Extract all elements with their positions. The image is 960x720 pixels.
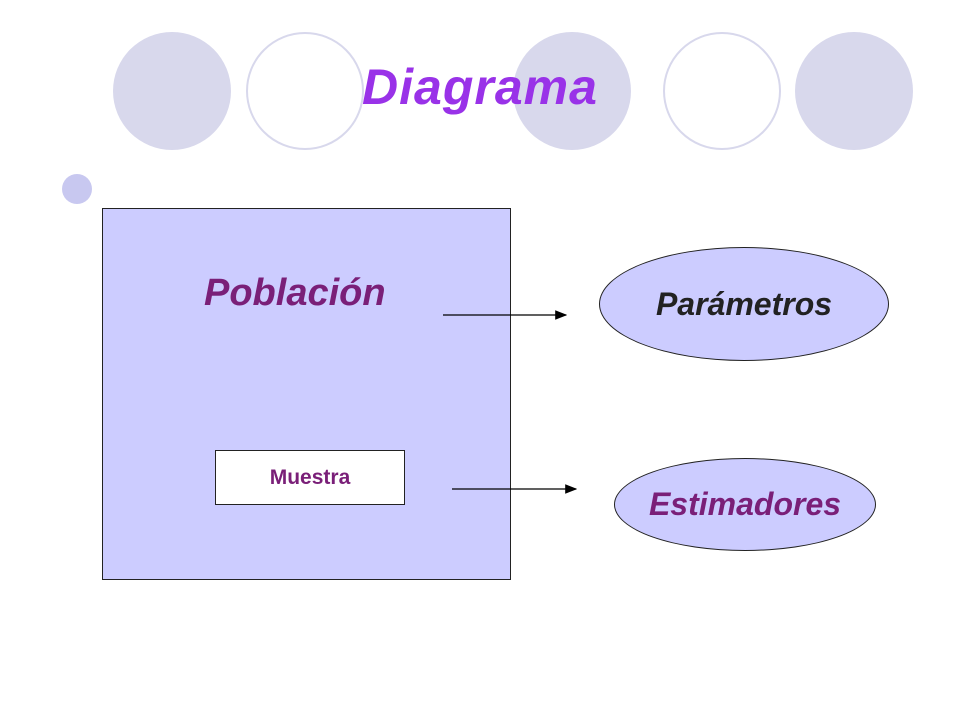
estimators-ellipse: Estimadores [614, 458, 876, 551]
population-box [102, 208, 511, 580]
decor-ring [246, 32, 364, 150]
decor-circle [795, 32, 913, 150]
parameters-ellipse: Parámetros [599, 247, 889, 361]
sample-box: Muestra [215, 450, 405, 505]
page-title: Diagrama [362, 59, 598, 115]
bullet-icon [62, 174, 92, 204]
population-label: Población [204, 272, 386, 314]
decor-circle [113, 32, 231, 150]
decor-ring [663, 32, 781, 150]
decor-circle [513, 32, 631, 150]
